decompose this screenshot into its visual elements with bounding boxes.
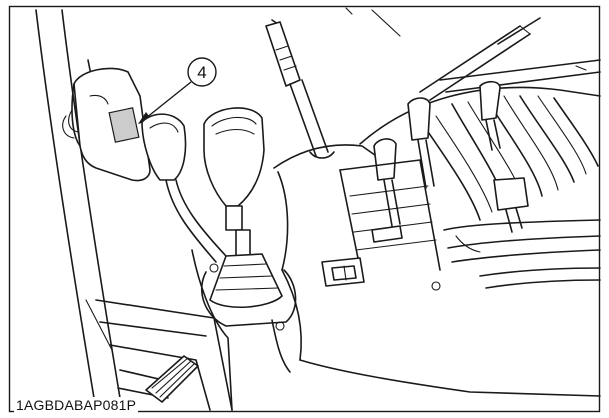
figure-frame [8,5,601,413]
upper-struts [345,7,601,101]
callout-number: 4 [197,63,206,82]
switch-box [62,59,151,182]
hydraulic-levers [373,80,529,233]
left-knob-lever [141,113,227,263]
console-body [191,144,601,411]
rocker-switch [321,257,365,287]
accelerator-pedal [145,355,199,403]
lever-boot [201,253,297,327]
warning-label [108,107,140,143]
gear-shift-lever [203,107,265,257]
cab-pillar [35,9,123,411]
tall-lever [265,19,335,159]
callout-circle [187,57,217,87]
lever-guide-panel [339,159,601,289]
callout-4: 4 [138,57,217,124]
figure-code: 1AGBDABAP081P [14,397,139,413]
